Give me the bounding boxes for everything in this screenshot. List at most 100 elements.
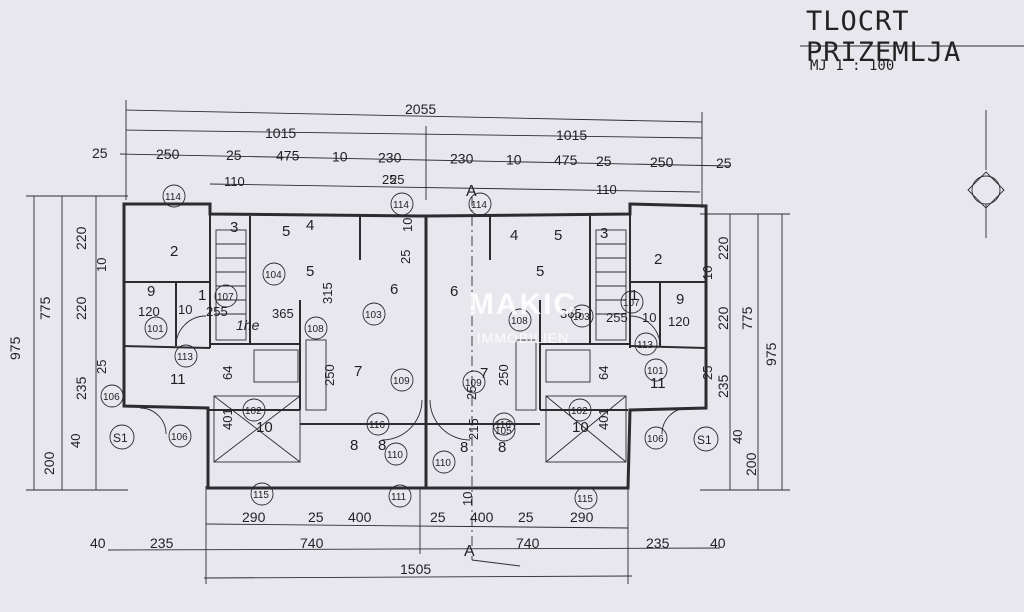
dim-bottom-row1-value: 25 [518, 509, 534, 525]
room-tag-right: 111 [391, 492, 407, 503]
right-dimensions: 975 775 220 220 235 200 10 25 40 [700, 213, 790, 491]
room-tag-left: 104 [265, 270, 282, 281]
room-tag-left: 115 [253, 490, 269, 501]
interior-dim-value: 120 [138, 304, 160, 319]
room-tag-right-circle [634, 332, 658, 356]
interior-dim-value: 401 [596, 408, 611, 430]
dim-row4-value: 110 [596, 182, 617, 197]
room-tag-right-circle [574, 486, 598, 510]
interior-dim-value: 315 [320, 282, 335, 304]
room-tag-right: 110 [435, 458, 451, 469]
room-number-left: 8 [378, 437, 386, 454]
north-arrow-icon [967, 110, 1005, 238]
interior-dim-value: 10 [400, 218, 415, 232]
dim-bottom-row2-value: 40 [90, 535, 106, 551]
room-tag-left: 114 [165, 192, 181, 203]
left-dimensions: 975 775 220 220 235 200 10 25 40 [7, 195, 128, 491]
building-outline [122, 196, 708, 567]
room-number-left: 5 [306, 263, 314, 280]
room-number-right: 8 [498, 439, 506, 456]
room-number-left: 5 [282, 223, 290, 240]
drawing-title: TLOCRT PRIZEMLJA [806, 6, 962, 68]
interior-dim-value: 10 [460, 492, 475, 506]
dim-left-220b: 220 [73, 296, 89, 320]
room-number-left: 7 [354, 363, 362, 380]
room-number-right: 3 [600, 225, 608, 242]
room-tag-right: 105 [495, 426, 512, 437]
room-tag-left: 106 [103, 392, 120, 403]
dim-right-220a: 220 [715, 236, 731, 260]
interior-dim-value: 365 [560, 306, 582, 321]
room-number-right: 5 [554, 227, 562, 244]
dim-bottom-row2-value: 740 [300, 535, 324, 551]
room-tag-right-circle [644, 426, 668, 450]
dim-row3-value: 25 [716, 155, 732, 171]
room-tag-right-circle [462, 370, 486, 394]
interior-dim-value: 365 [272, 306, 294, 321]
room-number-right: 2 [654, 251, 662, 268]
dim-right-40: 40 [730, 430, 745, 444]
room-tag-left: 106 [171, 432, 188, 443]
interior-dim-value: 10 [178, 302, 192, 317]
counter-right [515, 339, 537, 411]
interior-dim-value: 64 [220, 366, 235, 380]
dim-row4-value: 110 [224, 174, 245, 189]
room-tag-left-circle [390, 368, 414, 392]
room-tag-left: 102 [245, 406, 262, 417]
dim-bottom-row1-value: 290 [570, 509, 594, 525]
terrace-right [545, 395, 627, 463]
room-number-left: 8 [350, 437, 358, 454]
room-tags: 1141141071011131081031061021161101151041… [100, 184, 668, 510]
dim-right-mid: 775 [739, 306, 755, 330]
interior-dim-value: 255 [606, 310, 628, 325]
dim-row3-value: 475 [276, 148, 300, 164]
room-tag-right-circle [432, 450, 456, 474]
stair-label-right: S1 [697, 433, 712, 447]
room-number-left: 11 [170, 371, 186, 388]
dim-bottom-row2-value: 235 [150, 535, 174, 551]
room-tag-left: 116 [369, 420, 385, 431]
room-tag-left-circle [304, 316, 328, 340]
dim-row3-value: 10 [506, 151, 522, 167]
interior-dim-value: 64 [596, 366, 611, 380]
room-tag-right: 115 [577, 494, 593, 505]
dim-row3-value: 475 [554, 152, 578, 168]
room-tag-right: 113 [637, 340, 653, 351]
room-tag-right-circle [644, 358, 668, 382]
room-number-left: 9 [147, 283, 155, 300]
interior-dim-value: 25 [390, 172, 404, 187]
room-tag-right-circle [468, 192, 492, 216]
room-tag-left: 108 [307, 324, 324, 335]
interior-dim-value: 250 [496, 364, 511, 386]
section-label-top: A [466, 183, 477, 200]
dim-overall-bottom: 1505 [400, 561, 431, 577]
dim-bottom-row2-value: 235 [646, 535, 670, 551]
room-tag-left-circle [168, 424, 192, 448]
room-tag-left-circle [262, 262, 286, 286]
room-tag-right: 101 [647, 366, 664, 377]
room-number-right: 9 [676, 291, 684, 308]
counter-left [305, 339, 327, 411]
room-tag-right-circle [388, 484, 412, 508]
dim-half-right: 1015 [556, 127, 587, 143]
dim-row3-value: 230 [450, 150, 474, 166]
room-number-left: 2 [170, 243, 178, 260]
dim-overall-top: 2055 [405, 101, 436, 117]
room-number-right: 5 [536, 263, 544, 280]
interior-dim-value: 255 [206, 304, 228, 319]
room-number-right: 4 [510, 227, 518, 244]
dim-row3-value: 25 [92, 145, 108, 161]
room-tag-left: 103 [365, 310, 382, 321]
stairs-right [595, 229, 627, 341]
dim-left-200: 200 [41, 451, 57, 475]
room-number-right: 1 [630, 287, 638, 304]
dim-right-235: 235 [715, 374, 731, 398]
dim-row3-value: 25 [226, 147, 242, 163]
dim-right-200: 200 [743, 452, 759, 476]
room-number-right: 6 [450, 283, 458, 300]
interior-dim-value: 215 [466, 418, 481, 440]
